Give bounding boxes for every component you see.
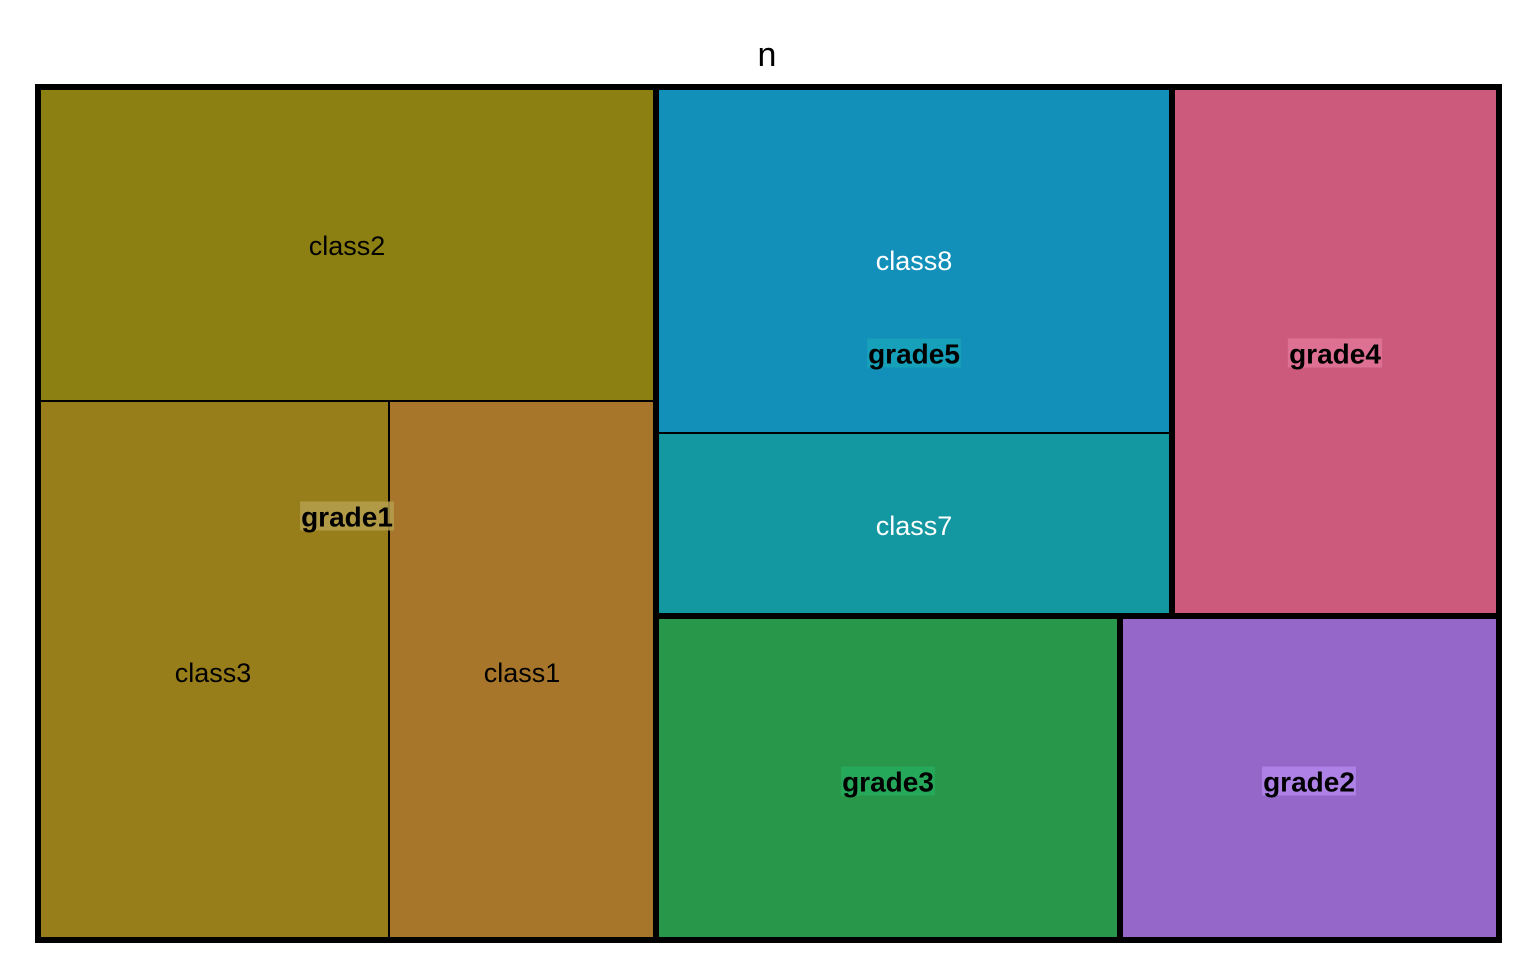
group-label-grade4: grade4	[1289, 339, 1381, 370]
group-label-grade2: grade2	[1263, 767, 1355, 798]
group-label-grade3: grade3	[842, 767, 934, 798]
tile-label-class7: class7	[876, 511, 953, 541]
group-label-bg-grade4	[1287, 338, 1383, 368]
tile-class1	[388, 400, 657, 941]
tile-label-class8: class8	[876, 246, 953, 276]
tile-class7	[655, 432, 1173, 617]
group-label-bg-grade1	[300, 501, 394, 531]
group-label-grade5: grade5	[868, 339, 960, 370]
treemap-tiles: class2 class3 class1 class8 class7	[37, 86, 1500, 941]
tile-class8	[655, 86, 1173, 434]
group-label-bg-grade2	[1262, 766, 1356, 796]
tile-class2	[37, 86, 657, 402]
tile-class3	[37, 400, 390, 941]
treemap-group-labels: grade1 grade5 grade4 grade3 grade2	[300, 338, 1383, 798]
chart-title: n	[758, 36, 777, 74]
group-label-bg-grade5	[867, 338, 961, 368]
tile-label-class3: class3	[175, 658, 252, 688]
group-label-bg-grade3	[841, 766, 935, 796]
treemap-group-borders	[35, 84, 1502, 943]
group-label-grade1: grade1	[301, 502, 393, 533]
treemap-outer-frame	[35, 84, 1502, 943]
tile-label-class2: class2	[309, 231, 386, 261]
tile-label-class1: class1	[484, 658, 561, 688]
